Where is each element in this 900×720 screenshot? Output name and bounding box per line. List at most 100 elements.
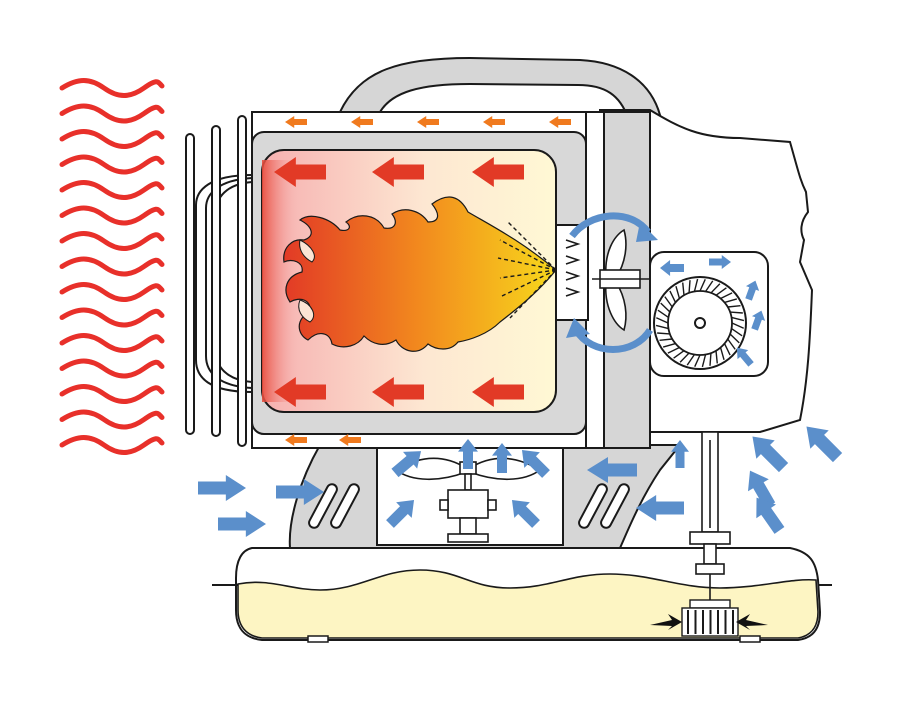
air-flow-arrow-icon [671,440,689,468]
blower-blade [731,322,744,329]
fan-icon [592,228,660,332]
blower-blade [694,354,701,367]
fuel-arrow-right [736,614,768,630]
heat-wave-icon [59,307,165,328]
exhaust-arrow-icon [339,434,361,446]
blower-blade [686,354,696,366]
exhaust-arrow-icon [417,116,439,128]
blower-blade [656,317,669,324]
blower-blade [723,343,731,356]
heat-wave-icon [59,154,165,175]
hot-air-arrow-icon [372,377,424,407]
exhaust-arrow-icon [549,116,571,128]
front-guard-grille [185,115,253,447]
air-flow-arrow-icon [751,310,766,331]
fuel-tank [212,547,832,643]
blower-blade [693,278,699,292]
exhaust-arrow-icon [483,116,505,128]
heat-wave-icon [59,78,165,98]
heat-wave-icon [59,333,165,353]
air-flow-arrow-icon [386,499,415,528]
burner-head [555,224,589,321]
air-flow-arrow-icon [276,479,324,505]
air-flow-arrow-icon [198,475,246,501]
circulation-arrow-bottom [573,327,653,353]
air-flow-arrow-icon [391,451,422,478]
blower-blade [664,296,673,308]
heat-wave-icon [59,231,165,251]
blower-blade [729,333,740,344]
blower-blade [682,282,685,296]
blower-blade [675,285,681,299]
heat-wave-icon [59,409,165,430]
heat-wave-icon [59,129,165,149]
blower-blade [704,280,714,292]
blower-blade [724,298,738,304]
hot-air-arrow-icon [472,157,524,187]
blower-wheel-icon [649,251,769,377]
blower-blade [662,342,676,348]
flame-inner-notches [298,239,315,323]
blower-blade [660,302,671,313]
blower-blade [727,305,741,308]
blower-blade [657,309,669,319]
blower-blade [715,350,718,364]
blower-blade [701,354,707,368]
exhaust-arrow-icon [285,116,307,128]
air-flow-arrow-icon [458,439,478,469]
air-flow-arrow-icon [756,497,785,534]
blower-blade [719,347,725,361]
air-flow-arrow-icon [636,495,684,521]
heat-wave-group [59,78,165,455]
circulation-arrow-top-head [636,222,658,242]
blower-blade [710,283,721,294]
blower-blade [715,287,727,296]
heat-wave-icon [59,256,165,277]
blower-blade [730,311,743,314]
blower-blade [655,324,669,330]
heat-wave-icon [59,103,165,124]
blower-blade [709,353,712,366]
hot-air-arrow-icon [472,377,524,407]
hot-air-arrows [274,157,524,407]
air-flow-arrow-icon [748,470,776,509]
heat-wave-icon [59,384,165,404]
fuel-filter-icon [681,599,739,637]
air-flow-arrow-icon [511,499,540,528]
blower-blade [673,350,685,359]
hot-air-arrow-icon [274,377,326,407]
blower-blade [657,332,670,335]
hot-air-arrow-icon [372,157,424,187]
air-flow-arrow-icon [587,457,637,483]
air-flow-arrow-icon [806,426,843,463]
lower-fan-icon [394,457,542,543]
exhaust-arrow-icon [285,434,307,446]
blower-blade [679,352,690,363]
blower-blade [699,279,706,292]
air-flow-arrow-icon [492,443,512,473]
blower-blade [667,346,680,354]
air-flow-arrow-icon [218,511,266,537]
heat-wave-icon [59,358,165,379]
heat-wave-icon [59,180,165,200]
right-intake-slots [578,483,630,529]
air-flow-arrow-icon [709,255,731,269]
intake-air-arrows [198,255,843,537]
circulation-arrow-bottom-head [566,318,590,338]
circulation-arrows [566,212,658,353]
air-flow-arrow-icon [745,280,760,301]
exhaust-arrow-icon [351,116,373,128]
blower-blade [731,327,743,337]
exhaust-arrows [285,116,571,446]
flame-icon [283,196,557,352]
heat-wave-icon [59,205,165,226]
fuel-arrow-left [650,614,682,630]
air-flow-arrow-icon [752,436,789,473]
air-flow-arrow-icon [521,449,550,478]
fuel-pickup [689,431,731,600]
blower-blade [659,338,673,341]
air-flow-arrow-icon [660,260,684,276]
hot-air-arrow-icon [274,157,326,187]
